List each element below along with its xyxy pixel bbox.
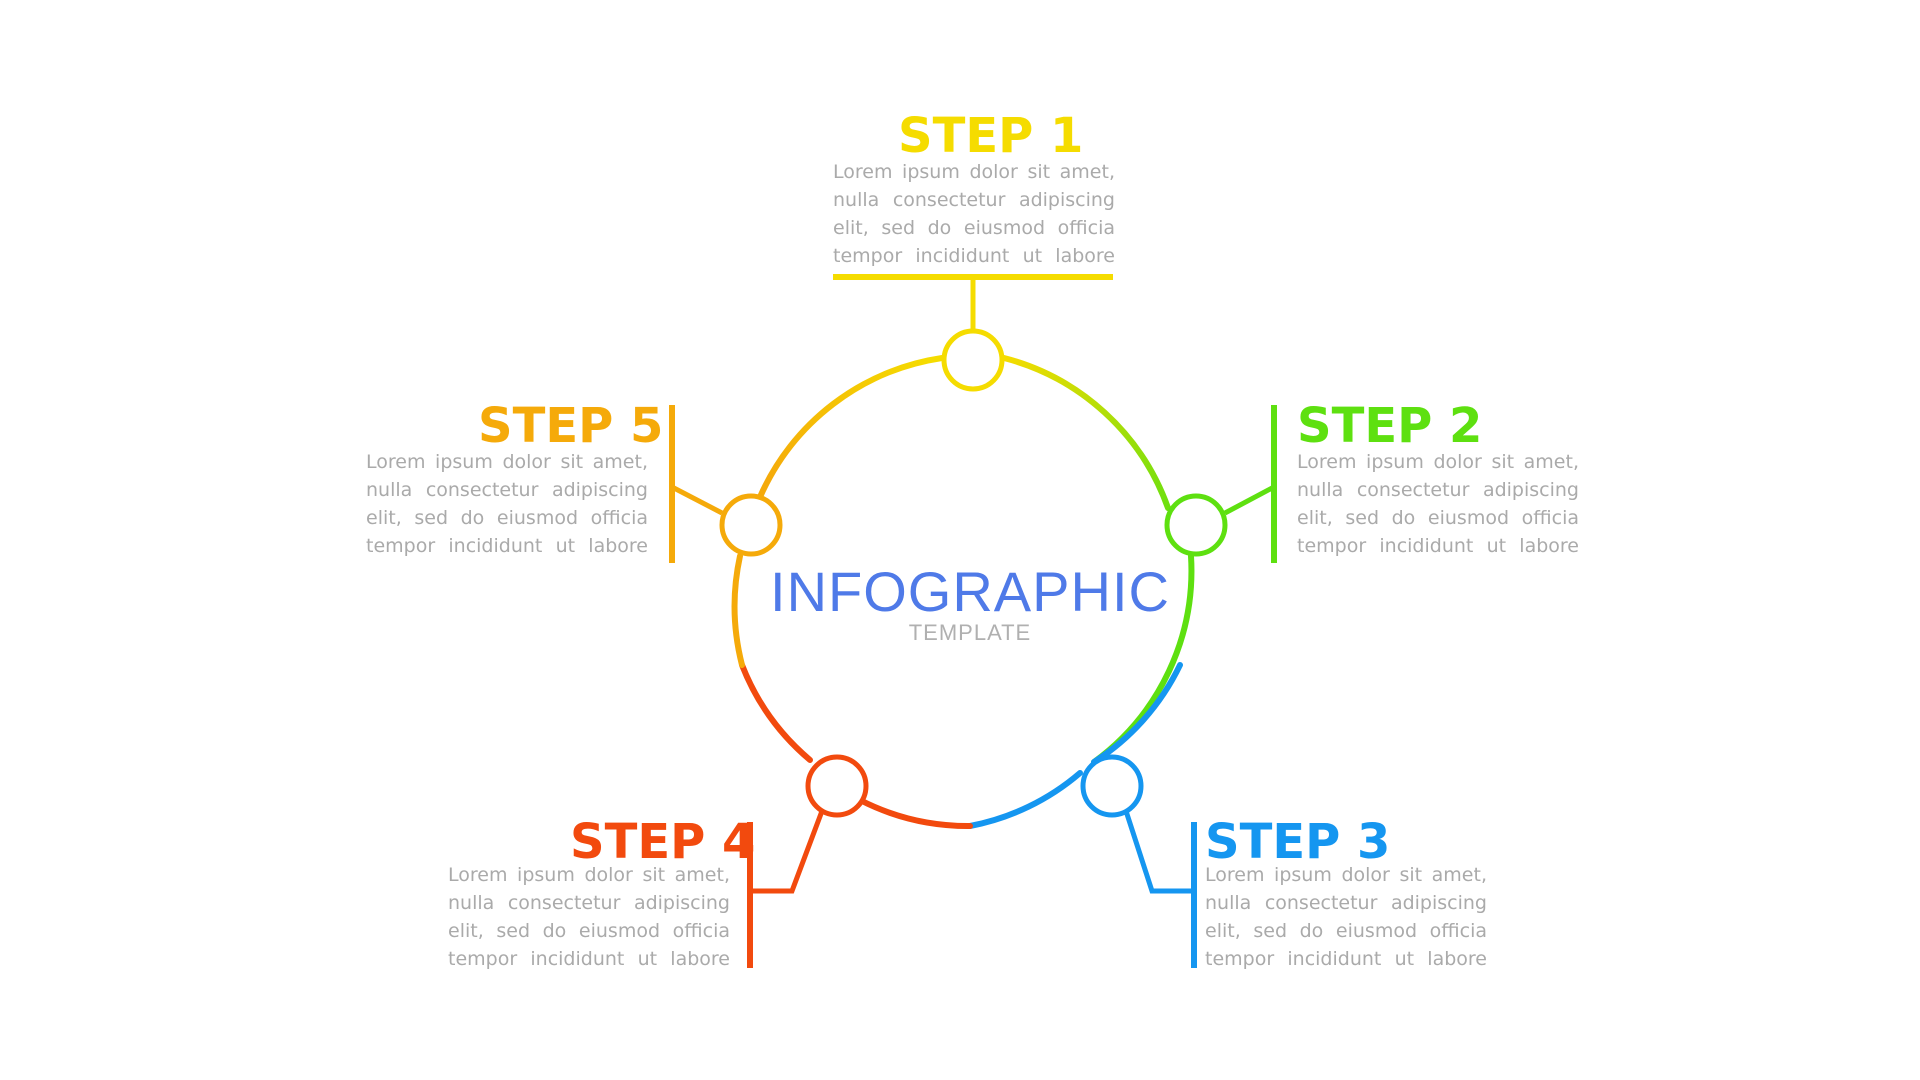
ring-segment-3-4 xyxy=(967,770,1083,829)
step5-line: Lorem ipsum dolor sit amet, xyxy=(366,451,648,473)
step3-connector xyxy=(1123,810,1194,894)
step1-description: Lorem ipsum dolor sit amet, nulla consec… xyxy=(833,158,1115,270)
ring-segment-3-blue xyxy=(1091,662,1183,765)
step2-line: nulla consectetur adipiscing xyxy=(1297,479,1579,501)
step1-line: tempor incididunt ut labore xyxy=(833,245,1115,267)
step4-title: STEP 4 xyxy=(570,814,756,870)
step4-description: Lorem ipsum dolor sit amet, nulla consec… xyxy=(448,861,730,973)
step2-line: tempor incididunt ut labore xyxy=(1297,535,1579,557)
step1-line: elit, sed do eiusmod officia xyxy=(833,217,1115,239)
center-subtitle: TEMPLATE xyxy=(908,620,1032,645)
ring-segment-1-2 xyxy=(1001,355,1171,511)
ring-segment-4-3 xyxy=(857,797,973,830)
step3-line: Lorem ipsum dolor sit amet, xyxy=(1205,864,1487,886)
step5-line: nulla consectetur adipiscing xyxy=(366,479,648,501)
step5-line: tempor incididunt ut labore xyxy=(366,535,648,557)
step2-node xyxy=(1164,493,1228,557)
step3-title: STEP 3 xyxy=(1205,814,1391,870)
step3-description: Lorem ipsum dolor sit amet, nulla consec… xyxy=(1205,861,1487,973)
ring-segment-5-4 xyxy=(731,553,745,668)
step5-connector xyxy=(670,484,724,516)
step5-line: elit, sed do eiusmod officia xyxy=(366,507,648,529)
step5-description: Lorem ipsum dolor sit amet, nulla consec… xyxy=(366,448,648,560)
step5-node xyxy=(719,493,783,557)
step4-line: elit, sed do eiusmod officia xyxy=(448,920,730,942)
step3-line: nulla consectetur adipiscing xyxy=(1205,892,1487,914)
step4-connector xyxy=(750,810,825,894)
step3-line: tempor incididunt ut labore xyxy=(1205,948,1487,970)
step1-title: STEP 1 xyxy=(898,108,1084,164)
step1-line: Lorem ipsum dolor sit amet, xyxy=(833,161,1115,183)
step4-line: tempor incididunt ut labore xyxy=(448,948,730,970)
step2-line: elit, sed do eiusmod officia xyxy=(1297,507,1579,529)
step2-description: Lorem ipsum dolor sit amet, nulla consec… xyxy=(1297,448,1579,560)
step4-node xyxy=(805,754,869,818)
step4-line: nulla consectetur adipiscing xyxy=(448,892,730,914)
step2-connector xyxy=(1223,484,1276,516)
ring-segment-5-1 xyxy=(757,355,945,500)
step1-line: nulla consectetur adipiscing xyxy=(833,189,1115,211)
step1-node xyxy=(941,328,1005,392)
step4-line: Lorem ipsum dolor sit amet, xyxy=(448,864,730,886)
step3-node xyxy=(1080,754,1144,818)
step5-title: STEP 5 xyxy=(478,398,664,454)
step2-line: Lorem ipsum dolor sit amet, xyxy=(1297,451,1579,473)
step3-line: elit, sed do eiusmod officia xyxy=(1205,920,1487,942)
center-title: INFOGRAPHIC xyxy=(770,560,1170,623)
ring-segment-4-5 xyxy=(739,662,813,763)
step2-title: STEP 2 xyxy=(1297,398,1483,454)
